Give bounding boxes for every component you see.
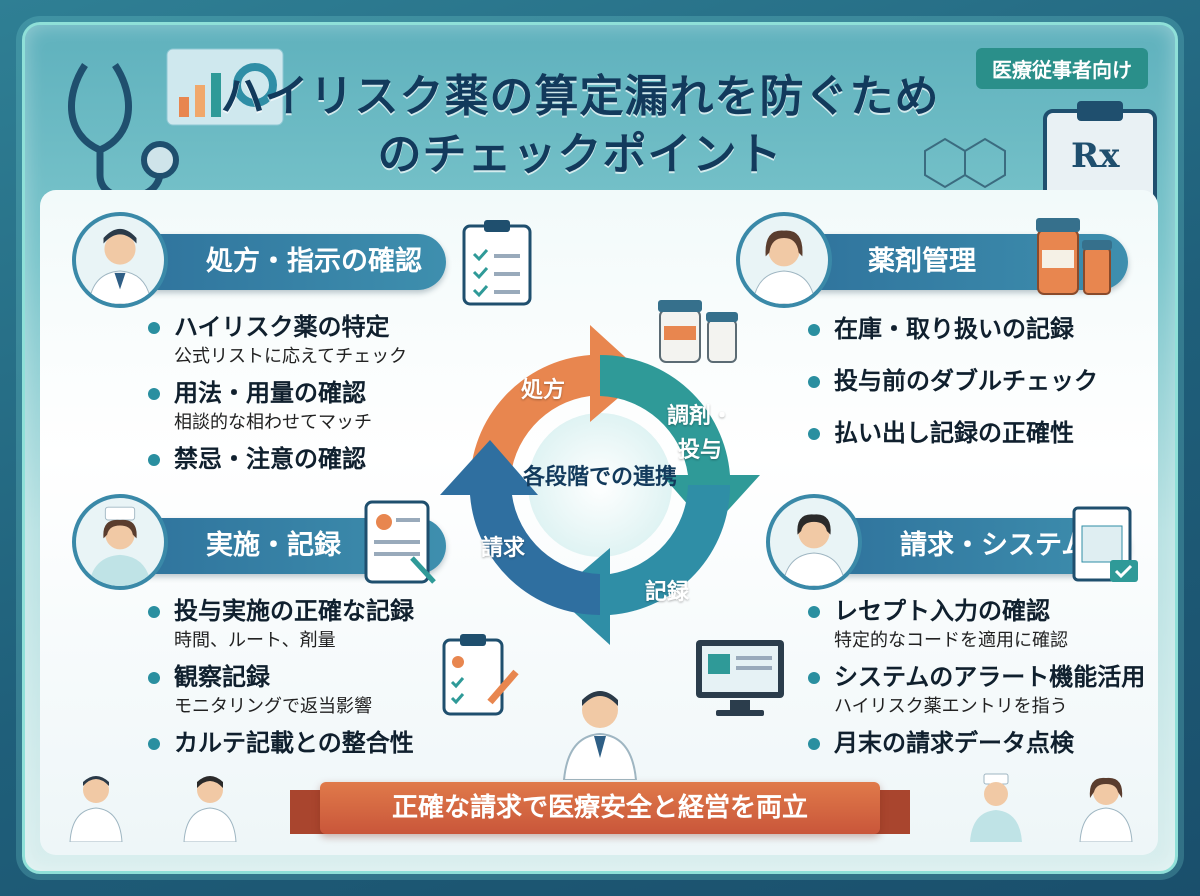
medicine-bottles-icon bbox=[1036, 218, 1112, 295]
list-item: システムのアラート機能活用ハイリスク薬エントリを指う bbox=[806, 660, 1156, 720]
doctor-avatar bbox=[72, 212, 168, 308]
nurse-figure bbox=[970, 773, 1022, 842]
staff-figure bbox=[183, 776, 237, 842]
list-item: 払い出し記録の正確性 bbox=[806, 416, 1136, 450]
list-item: 用法・用量の確認相談的な相わせてマッチ bbox=[146, 376, 466, 436]
list-item: 月末の請求データ点検 bbox=[806, 726, 1156, 760]
cycle-arrow-billing bbox=[440, 440, 600, 616]
summary-banner: 正確な請求で医療安全と経営を両立 bbox=[320, 782, 880, 834]
chart-decoration-icon bbox=[166, 48, 284, 126]
nurse-avatar bbox=[72, 494, 168, 590]
pharmacist-avatar bbox=[736, 212, 832, 308]
cycle-step-billing: 請求 bbox=[480, 536, 525, 561]
list-item: 投与前のダブルチェック bbox=[806, 364, 1136, 398]
monitor-icon bbox=[696, 640, 784, 716]
section-title-drug-management: 薬剤管理 bbox=[868, 246, 976, 277]
medicine-bottles-icon bbox=[658, 300, 738, 363]
clipboard-checklist-icon bbox=[462, 220, 532, 306]
section-title-billing: 請求・システム bbox=[900, 530, 1089, 561]
clipboard-pencil-icon bbox=[442, 634, 519, 716]
list-item: ハイリスク薬の特定公式リストに応えてチェック bbox=[146, 310, 466, 370]
cycle-step-prescription: 処方 bbox=[520, 378, 565, 403]
page-title: ハイリスク薬の算定漏れを防ぐためのチェックポイント bbox=[220, 71, 940, 180]
cycle-step-dispensing: 調剤・投与 bbox=[666, 404, 733, 463]
section-title-administration: 実施・記録 bbox=[206, 530, 341, 561]
list-item: 投与実施の正確な記録時間、ルート、剤量 bbox=[146, 594, 466, 654]
administration-list: 投与実施の正確な記録時間、ルート、剤量 観察記録モニタリングで返当影響 カルテ記… bbox=[146, 594, 466, 766]
billing-list: レセプト入力の確認特定的なコードを適用に確認 システムのアラート機能活用ハイリス… bbox=[806, 594, 1156, 766]
prescription-list: ハイリスク薬の特定公式リストに応えてチェック 用法・用量の確認相談的な相わせてマ… bbox=[146, 310, 466, 482]
section-title-prescription: 処方・指示の確認 bbox=[206, 246, 422, 277]
list-item: カルテ記載との整合性 bbox=[146, 726, 466, 760]
molecule-decoration-icon bbox=[924, 137, 1006, 189]
list-item: レセプト入力の確認特定的なコードを適用に確認 bbox=[806, 594, 1156, 654]
clerk-avatar bbox=[766, 494, 862, 590]
cycle-step-record: 記録 bbox=[644, 580, 689, 605]
list-item: 禁忌・注意の確認 bbox=[146, 442, 466, 476]
drug-management-list: 在庫・取り扱いの記録 投与前のダブルチェック 払い出し記録の正確性 bbox=[806, 312, 1136, 456]
audience-tag: 医療従事者向け bbox=[976, 48, 1148, 89]
pharmacist-figure bbox=[1079, 777, 1133, 842]
cycle-center-label: 各段階での連携 bbox=[522, 465, 677, 490]
tablet-chart-icon bbox=[364, 500, 436, 584]
svg-text:Rx: Rx bbox=[1071, 136, 1120, 176]
list-item: 観察記録モニタリングで返当影響 bbox=[146, 660, 466, 720]
cycle-diagram bbox=[440, 325, 760, 645]
list-item: 在庫・取り扱いの記録 bbox=[806, 312, 1136, 346]
spreadsheet-document-icon bbox=[1072, 506, 1138, 582]
doctor-figure bbox=[69, 776, 123, 842]
center-doctor-figure bbox=[562, 691, 638, 780]
